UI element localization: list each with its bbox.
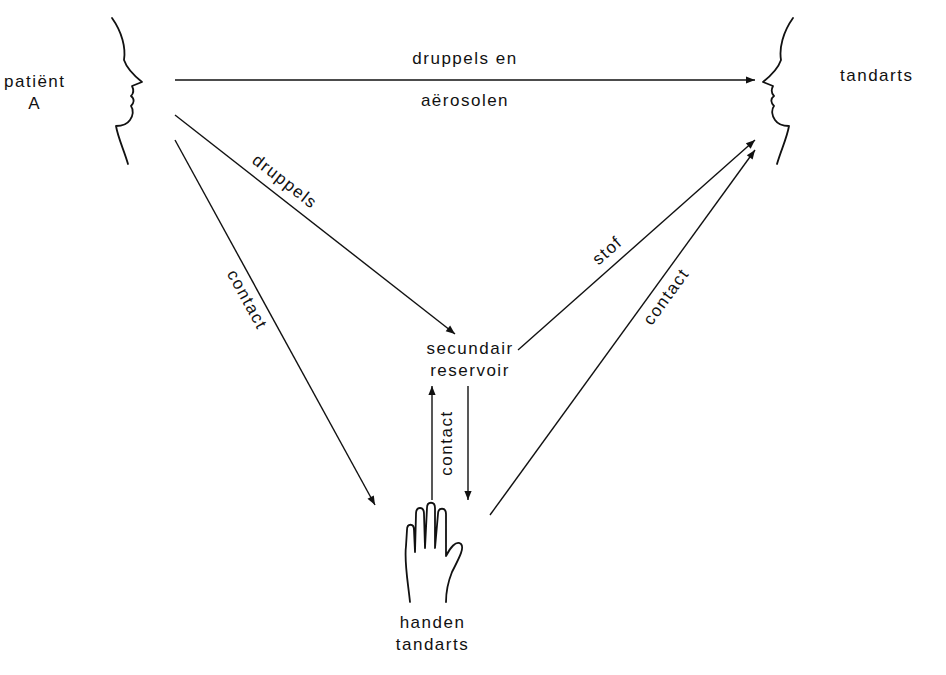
edge-label: contact xyxy=(436,410,458,475)
diagram-node: tandarts xyxy=(755,30,942,155)
arrow-connector xyxy=(490,150,755,515)
edge-label: contact xyxy=(221,266,272,334)
patient-profile xyxy=(112,18,142,164)
arrow-connector xyxy=(431,386,432,500)
diagram-node: handen tandarts xyxy=(375,500,490,660)
arrow-connector xyxy=(175,79,755,80)
node-label: handen tandarts xyxy=(396,612,469,656)
node-label: patiënt A xyxy=(4,71,66,115)
hand-drawing xyxy=(405,503,462,602)
arrow-connector xyxy=(518,140,755,350)
edge-label: druppels xyxy=(247,150,321,215)
diagram-node: secundair reservoir xyxy=(422,334,518,386)
arrow-connector xyxy=(467,386,468,500)
node-label: secundair reservoir xyxy=(426,338,513,382)
dentist-profile xyxy=(763,18,793,164)
edge-label: stof xyxy=(588,232,628,271)
edge-label: druppels en aërosolen xyxy=(403,38,527,122)
arrow-connector xyxy=(175,115,455,334)
node-label: tandarts xyxy=(840,65,913,87)
arrow-connector xyxy=(175,140,375,505)
diagram-node: patiënt A xyxy=(0,30,175,155)
edge-label: contact xyxy=(639,264,695,330)
